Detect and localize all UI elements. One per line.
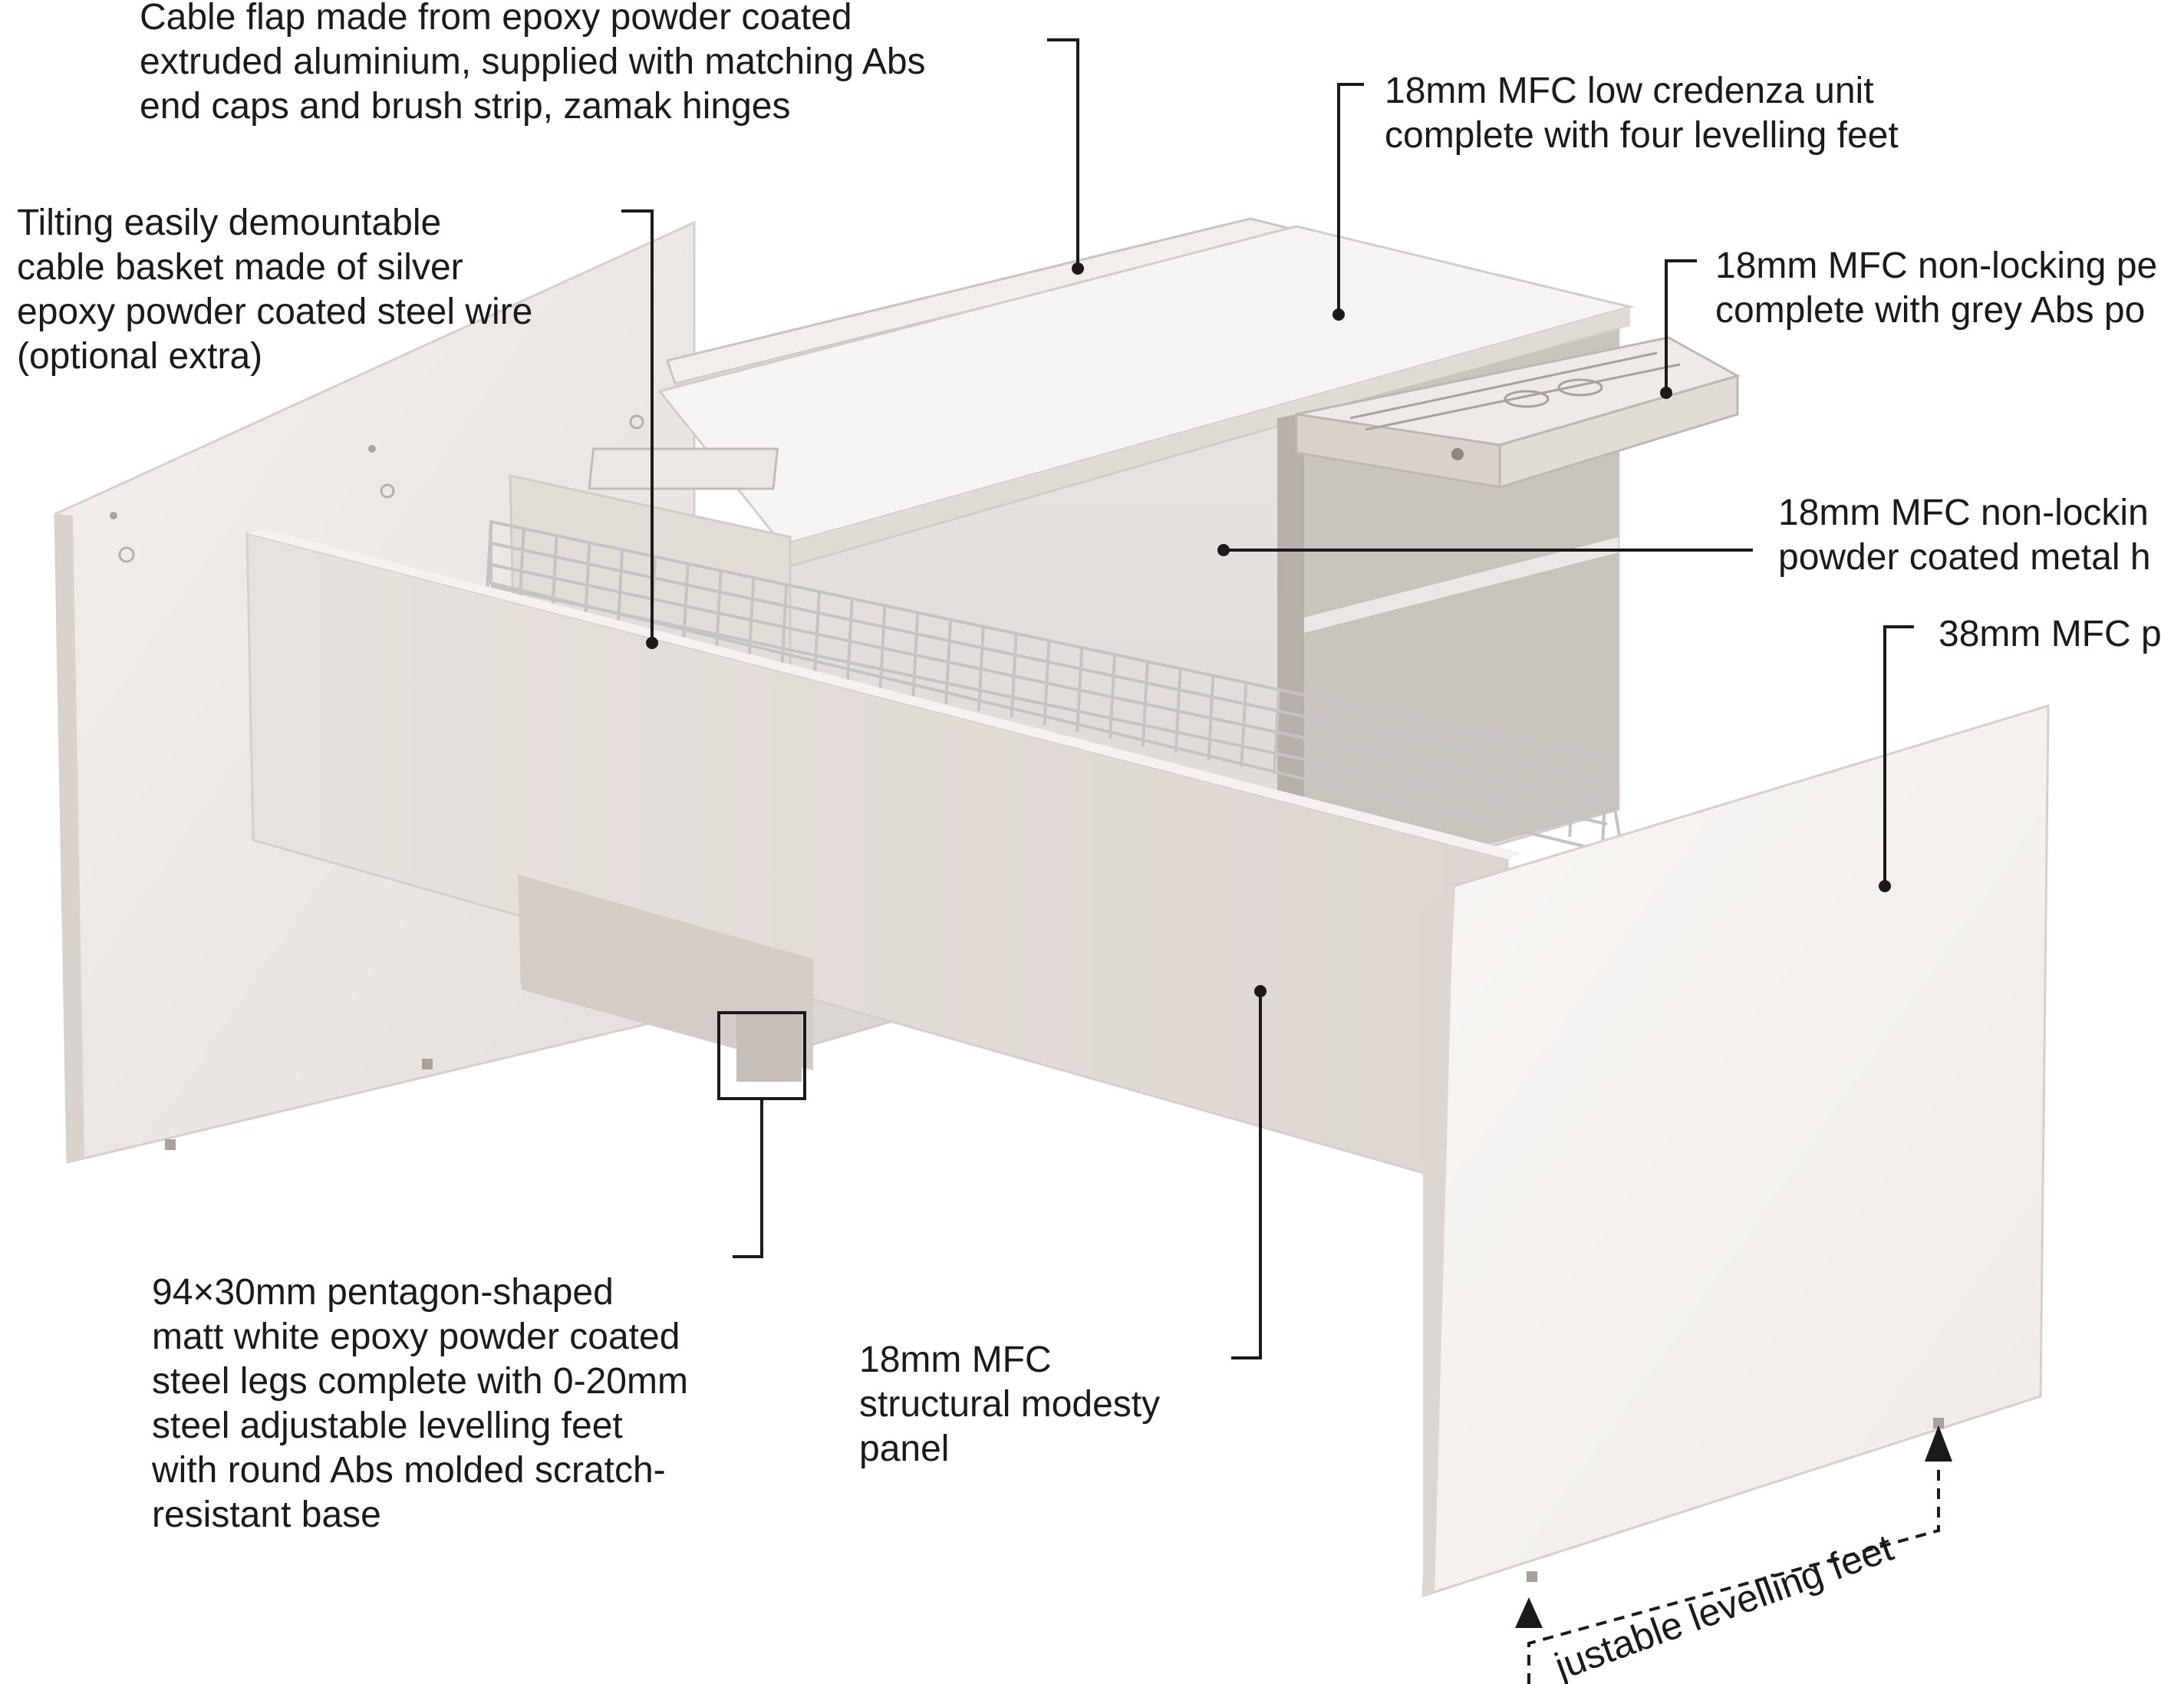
leader-dot-pencil-drawer — [1660, 387, 1672, 399]
callout-line: 94×30mm pentagon-shaped — [152, 1272, 614, 1313]
callout-line: 18mm MFC non-locking pe — [1715, 246, 2158, 286]
callout-line: 38mm MFC p — [1939, 614, 2162, 654]
leader-modesty-panel — [1231, 991, 1262, 1359]
arrowhead-left-foot — [1515, 1597, 1543, 1628]
callout-non-locking-shelf: 18mm MFC non-lockin powder coated metal … — [1778, 491, 2151, 580]
levelling-feet-label: justable levelling feet — [1548, 1526, 1899, 1684]
callout-steel-legs: 94×30mm pentagon-shaped matt white epoxy… — [152, 1270, 688, 1537]
callout-line: steel legs complete with 0-20mm — [152, 1361, 688, 1402]
callout-line: cable basket made of silver — [17, 247, 463, 288]
callout-line: 18mm MFC non-lockin — [1778, 493, 2149, 533]
callout-panel-38mm: 38mm MFC p — [1939, 612, 2162, 657]
callout-pencil-drawer: 18mm MFC non-locking pe complete with gr… — [1715, 244, 2157, 333]
callout-line: end caps and brush strip, zamak hinges — [140, 86, 791, 127]
arrowhead-right-foot — [1925, 1425, 1952, 1462]
callout-credenza-unit: 18mm MFC low credenza unit complete with… — [1385, 69, 1899, 158]
callout-line: 18mm MFC low credenza unit — [1385, 71, 1874, 111]
callout-line: Tilting easily demountable — [17, 203, 442, 243]
callout-line: steel adjustable levelling feet — [152, 1406, 623, 1446]
basket-rail — [490, 563, 1608, 804]
leader-dot-panel-38mm — [1879, 880, 1891, 892]
leader-panel-38mm — [1883, 625, 1914, 886]
callout-line: with round Abs molded scratch- — [152, 1450, 666, 1491]
callout-line: complete with four levelling feet — [1385, 115, 1899, 156]
leader-cable-basket — [621, 209, 654, 643]
callout-modesty-panel: 18mm MFC structural modesty panel — [859, 1338, 1160, 1471]
leader-lines — [621, 38, 1952, 1684]
cable-basket — [485, 519, 1625, 858]
leader-credenza-unit — [1337, 83, 1364, 315]
callout-line: powder coated metal h — [1778, 537, 2151, 578]
callout-line: resistant base — [152, 1495, 381, 1535]
leader-dot-cable-basket — [646, 637, 658, 649]
basket-rail — [490, 585, 1608, 826]
leader-dot-non-locking-shelf — [1217, 544, 1230, 556]
callout-cable-basket: Tilting easily demountable cable basket … — [17, 201, 532, 379]
right-end-panel — [1421, 704, 2050, 1598]
leader-dot-credenza-unit — [1332, 308, 1345, 321]
callout-line: epoxy powder coated steel wire — [17, 292, 533, 332]
levelling-feet-dashed-line — [1527, 1467, 1940, 1684]
leader-cable-flap — [1047, 38, 1079, 269]
callout-line: (optional extra) — [17, 336, 263, 377]
callout-line: matt white epoxy powder coated — [152, 1317, 680, 1357]
callout-line: 18mm MFC — [859, 1340, 1052, 1380]
basket-rail — [490, 542, 1608, 783]
leader-pencil-drawer — [1665, 259, 1697, 393]
leader-steel-legs — [733, 1099, 763, 1258]
callout-line: panel — [859, 1429, 950, 1469]
callout-line: structural modesty — [859, 1384, 1161, 1425]
callout-line: extruded aluminium, supplied with matchi… — [140, 41, 926, 82]
callout-cable-flap: Cable flap made from epoxy powder coated… — [140, 0, 926, 129]
leader-dot-cable-flap — [1072, 262, 1084, 275]
modesty-panel — [245, 529, 1523, 1198]
callout-line: Cable flap made from epoxy powder coated — [140, 0, 852, 38]
leader-dot-modesty-panel — [1254, 985, 1267, 997]
callout-line: complete with grey Abs po — [1715, 290, 2146, 331]
pencil-drawer — [1295, 336, 1741, 489]
